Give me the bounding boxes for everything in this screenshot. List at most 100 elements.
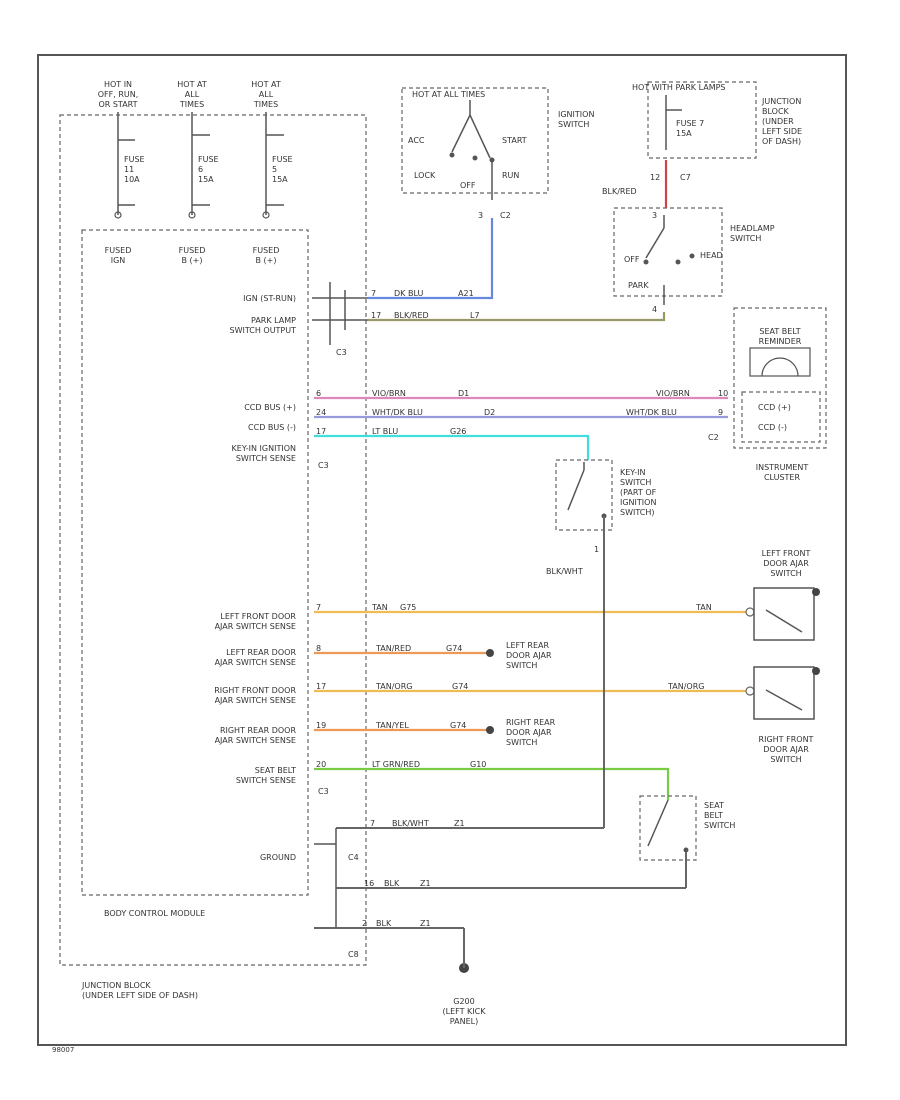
ignition-switch-outline: [401, 87, 549, 194]
bcm-label-lrd-line2: AJAR SWITCH SENSE: [215, 658, 296, 667]
ground-line3: PANEL): [450, 1017, 478, 1026]
wire-gnd2-code: BLK: [384, 879, 400, 888]
junction-upper-name-line4: LEFT SIDE: [762, 127, 802, 136]
hot-label-2-line3: TIMES: [179, 100, 204, 109]
cluster-ccdn-label: CCD (-): [758, 423, 787, 432]
wire-rfd-pin: 17: [316, 682, 326, 691]
wire-gnd1-code: BLK/WHT: [392, 819, 429, 828]
instrument-cluster-outline: [733, 307, 827, 449]
seat-belt-switch-outline: [639, 795, 697, 861]
key-in-switch-line3: (PART OF: [620, 488, 657, 497]
key-in-switch-wire: BLK/WHT: [546, 567, 583, 576]
connector-c3-lower: C3: [318, 787, 329, 796]
ignition-pos-lock: LOCK: [414, 171, 436, 180]
hot-label-2-line1: HOT AT: [177, 80, 207, 89]
wire-keyin-circuit: G26: [450, 427, 466, 436]
bcm-label-park-line1: PARK LAMP: [251, 316, 296, 325]
bcm-label-rrd-line1: RIGHT REAR DOOR: [220, 726, 297, 735]
wire-park: [368, 312, 666, 322]
wire-keyin: [314, 434, 590, 460]
bcm-label-keyin-line2: SWITCH SENSE: [236, 454, 296, 463]
fused-label-1-line1: FUSED: [105, 246, 132, 255]
fused-label-3-line1: FUSED: [253, 246, 280, 255]
cluster-ccd-box: [741, 391, 821, 443]
hot-label-3-line1: HOT AT: [251, 80, 281, 89]
bcm-label-lrd-line1: LEFT REAR DOOR: [226, 648, 296, 657]
bcm-label-rfd-line1: RIGHT FRONT DOOR: [214, 686, 296, 695]
wire-lrd-pin: 8: [316, 644, 321, 653]
wire-gnd2-pin: 16: [364, 879, 374, 888]
cluster-ccdp-label: CCD (+): [758, 403, 791, 412]
wire-rrd-circuit: G74: [450, 721, 466, 730]
junction-block-upper-outline: [647, 81, 757, 159]
bcm-label-rrd-line2: AJAR SWITCH SENSE: [215, 736, 296, 745]
cluster-connector: C2: [708, 433, 719, 442]
page-id: 98007: [52, 1046, 74, 1054]
seat-belt-reminder-line1: SEAT BELT: [759, 327, 800, 336]
wire-seatbelt-pin: 20: [316, 760, 326, 769]
lr-door-switch-line2: DOOR AJAR: [506, 651, 552, 660]
wire-ccdn-pin: 24: [316, 408, 326, 417]
rr-door-switch-line1: RIGHT REAR: [506, 718, 556, 727]
wire-ccdp-code-right: VIO/BRN: [656, 389, 690, 398]
key-in-switch-pin: 1: [594, 545, 599, 554]
wire-ccdp-circuit: D1: [458, 389, 469, 398]
wire-gnd1-pin: 7: [370, 819, 375, 828]
fused-label-3-line2: B (+): [256, 256, 277, 265]
bcm-label-ign: IGN (ST-RUN): [243, 294, 296, 303]
connector-c3-middle: C3: [318, 461, 329, 470]
fuse-3-number: 5: [272, 165, 277, 174]
wire-gnd3-code: BLK: [376, 919, 392, 928]
wire-ign-pin: 7: [371, 289, 376, 298]
junction-upper-connector: C7: [680, 173, 691, 182]
lf-door-switch-line3: SWITCH: [770, 569, 801, 578]
cluster-name-line2: CLUSTER: [764, 473, 801, 482]
wire-rfd-circuit: G74: [452, 682, 468, 691]
seat-belt-switch-line2: BELT: [704, 811, 723, 820]
wire-ign: [368, 218, 494, 300]
headlamp-switch-name-line2: SWITCH: [730, 234, 761, 243]
wire-ccdp-code: VIO/BRN: [372, 389, 406, 398]
bcm-label-seatbelt-line2: SWITCH SENSE: [236, 776, 296, 785]
bcm-labels: IGN (ST-RUN) PARK LAMP SWITCH OUTPUT CCD…: [214, 294, 296, 862]
key-in-switch-contacts: [567, 462, 607, 828]
cluster-name-line1: INSTRUMENT: [756, 463, 809, 472]
wire-lfd-circuit: G75: [400, 603, 416, 612]
fuse-1-name: FUSE: [124, 155, 145, 164]
wire-rfd-code: TAN/ORG: [375, 682, 412, 691]
lf-door-switch-line1: LEFT FRONT: [762, 549, 811, 558]
fuse-columns: [114, 112, 284, 219]
bcm-label-lfd-line1: LEFT FRONT DOOR: [220, 612, 296, 621]
wire-ccdn-circuit: D2: [484, 408, 495, 417]
hot-label-1-line2: OFF, RUN,: [98, 90, 139, 99]
fuse-2-rating: 15A: [198, 175, 214, 184]
bcm-label-ccdp: CCD BUS (+): [244, 403, 296, 412]
hot-label-3-line3: TIMES: [253, 100, 278, 109]
wire-ccdp-pin: 6: [316, 389, 321, 398]
seat-belt-switch-line3: SWITCH: [704, 821, 735, 830]
wire-rrd-code: TAN/YEL: [375, 721, 409, 730]
wire-seatbelt: [314, 767, 670, 800]
hot-label-1-line3: OR START: [98, 100, 137, 109]
wire-gnd1-circuit: Z1: [454, 819, 465, 828]
ground-line2: (LEFT KICK: [443, 1007, 487, 1016]
connector-c8: C8: [348, 950, 359, 959]
headlamp-switch-contacts: [643, 215, 695, 305]
junction-upper-wire: BLK/RED: [602, 187, 637, 196]
bcm-outline: [81, 229, 309, 896]
rf-door-switch-contacts: [765, 667, 820, 711]
wire-keyin-code: LT BLU: [372, 427, 398, 436]
lf-door-switch-box: [753, 587, 815, 641]
wire-ccdn-code: WHT/DK BLU: [372, 408, 423, 417]
junction-upper-hot-label: HOT WITH PARK LAMPS: [632, 83, 726, 92]
fused-label-2-line2: B (+): [182, 256, 203, 265]
seat-belt-reminder-line2: REMINDER: [759, 337, 802, 346]
fused-label-2-line1: FUSED: [179, 246, 206, 255]
headlamp-pin-top: 3: [652, 211, 657, 220]
bcm-label-seatbelt-line1: SEAT BELT: [255, 766, 296, 775]
wire-gnd3-pin: 2: [362, 919, 367, 928]
rr-door-switch-line3: SWITCH: [506, 738, 537, 747]
wire-ign-circuit: A21: [458, 289, 474, 298]
key-in-switch-line4: IGNITION: [620, 498, 656, 507]
